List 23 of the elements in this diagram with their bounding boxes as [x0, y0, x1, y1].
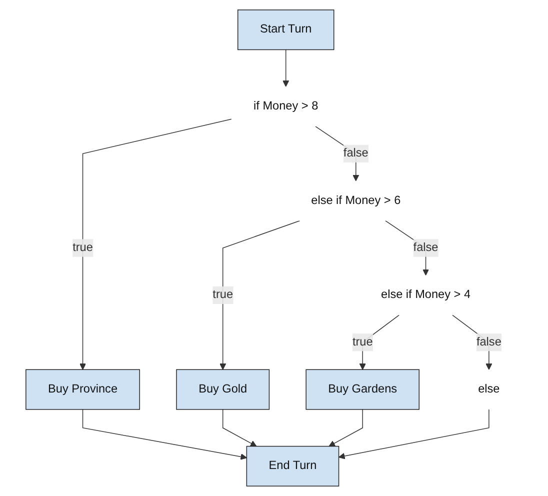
edge-label: true: [72, 241, 94, 254]
node-text: else if Money > 4: [381, 288, 471, 302]
node-box: Buy Gardens: [306, 369, 420, 410]
edge-label: true: [212, 288, 234, 302]
arrow: [282, 49, 290, 87]
edge-label: false: [476, 336, 502, 348]
node-box: Buy Province: [26, 369, 140, 410]
node-text: else if Money > 6: [311, 194, 401, 207]
arrow: [222, 409, 257, 447]
edge-label: false: [413, 241, 438, 254]
arrow: [220, 220, 300, 370]
edge-label: false: [344, 147, 368, 160]
arrow: [359, 314, 400, 370]
node-box: End Turn: [246, 446, 340, 486]
node-text: if Money > 8: [254, 100, 318, 112]
arrow: [338, 409, 490, 460]
arrow: [80, 118, 232, 370]
edge-label: true: [352, 336, 373, 348]
node-box: Start Turn: [238, 10, 334, 50]
arrow: [328, 409, 364, 447]
node-box: Buy Gold: [176, 369, 270, 410]
arrow: [82, 409, 248, 460]
node-text: else: [478, 382, 500, 396]
